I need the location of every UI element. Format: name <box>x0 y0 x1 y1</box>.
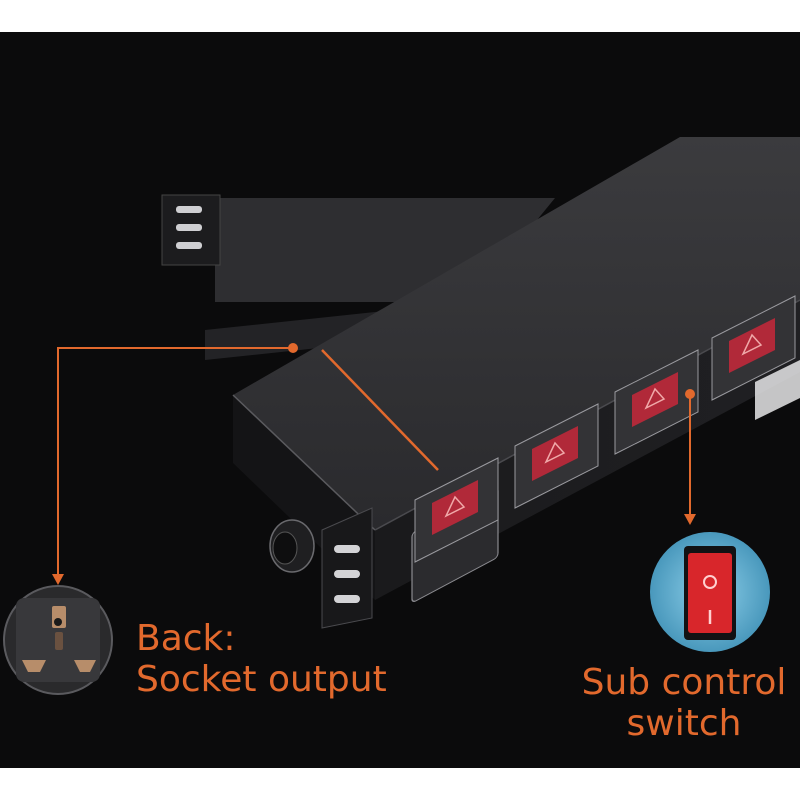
callout-lines <box>52 343 696 585</box>
switch-callout-line1: Sub control <box>581 662 787 703</box>
back-callout-text: Back: Socket output <box>136 618 387 701</box>
switch-callout-line2: switch <box>626 703 742 745</box>
universal-socket-icon <box>3 585 113 695</box>
rocker-switch-icon <box>650 532 770 652</box>
back-callout-line1: Back: <box>136 618 236 659</box>
back-callout-line2: Socket output <box>136 659 387 701</box>
front-pdu <box>232 137 800 629</box>
switch-callout-text: Sub control switch <box>575 662 793 745</box>
switch-row <box>414 295 796 563</box>
